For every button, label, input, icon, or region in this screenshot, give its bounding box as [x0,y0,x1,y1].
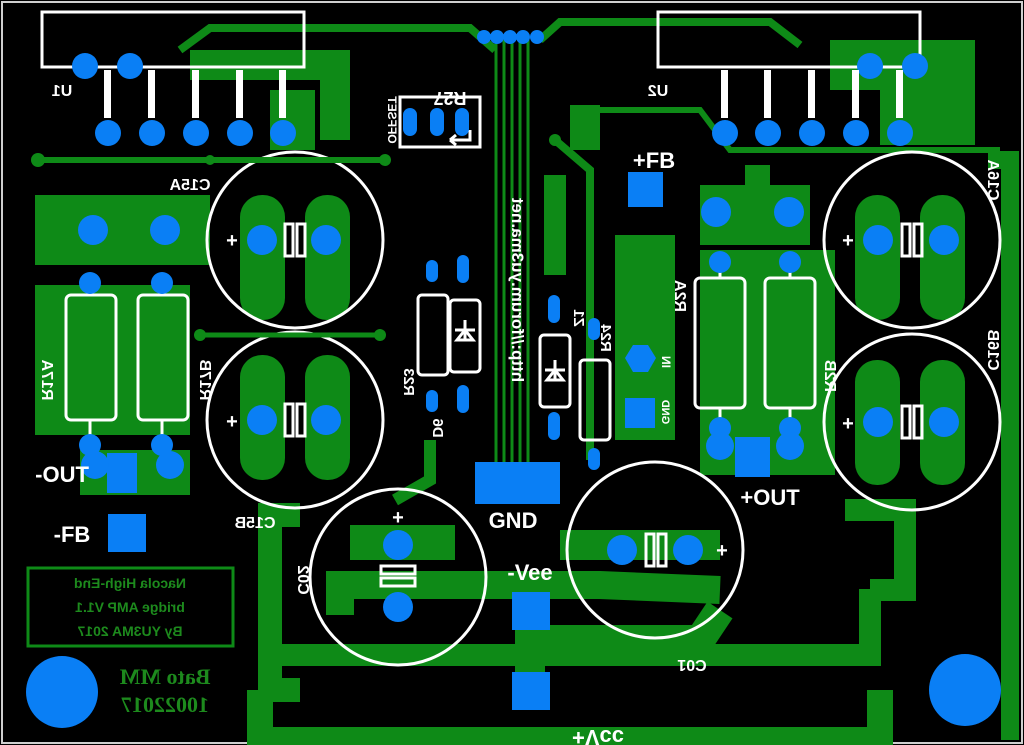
label-r23: R23 [400,368,417,396]
label-z1: Z1 [570,309,587,327]
left-bus-trace [258,503,300,702]
label-vee: -Vee [507,560,552,585]
mounting-hole-left [26,656,98,728]
lower-rail-trace [326,571,721,615]
u2-top-trace [537,18,803,49]
copper-left-resistor [35,285,190,435]
label-u1: U1 [52,83,73,100]
silkscreen-layer [40,10,1002,667]
label-c16b: C16B [984,330,1001,371]
c16a-outline [822,150,1002,330]
r27-arrow [449,130,472,147]
labels-layer: U1 U2 R27 OFFSET C15A C15B C16A C16B C02… [26,83,1001,745]
author-date: 10022017 [121,692,209,717]
c15a-outline [205,150,385,330]
label-u2: U2 [648,83,669,100]
label-r24: R24 [597,324,614,352]
c16b-outline [822,332,1002,512]
title-line-2: bridge AMP V1.1 [75,599,185,615]
copper-u1-area [190,50,350,140]
label-r17b: R17B [196,360,213,401]
label-offset: OFFSET [385,96,399,144]
fb-minus-pad [108,514,146,552]
title-line-1: Nacola High-End [74,575,186,591]
c01-outline [565,460,745,640]
label-out-minus: -OUT [35,462,89,487]
d6-outline [448,298,482,374]
u2-outline [656,10,922,69]
c15a-copper-right [305,195,350,320]
title-line-3: By YU3MA 2017 [77,623,182,639]
label-in: IN [659,356,673,368]
label-c16a: C16A [984,159,1001,200]
label-r2b: R2B [821,360,838,392]
r24-trace [552,136,594,460]
label-c01: C01 [677,656,706,673]
label-r2a: R2A [671,280,688,312]
copper-right-tab [745,165,770,190]
right-rail-trace [988,151,1019,740]
copper-left-terminal [35,195,210,265]
c15b-outline [205,330,385,510]
label-vcc: +Vcc [572,725,624,745]
r24-outline [578,358,612,442]
c15a-copper-left [240,195,285,320]
label-gnd: GND [489,508,538,533]
label-plus-c02: + [392,507,404,529]
c02-outline [308,487,488,667]
vee-pad [512,592,550,630]
url-text: http://forum.yu3ma.net [508,198,527,383]
in-pad [625,345,656,372]
label-plus-c01: + [716,540,728,562]
label-fb-plus: +FB [633,148,675,173]
author-name: Bato MM [119,664,210,689]
label-d6: D6 [429,418,446,437]
label-c02: C02 [294,565,311,594]
label-r17a: R17A [38,359,55,400]
c16a-copper-right [920,195,965,320]
gnd-small-pad [625,398,655,428]
center-trace-bundle [494,40,530,470]
r23-outline [416,293,450,377]
right-bus-trace [845,499,916,601]
label-out-plus: +OUT [740,485,800,510]
mid-trace [392,440,436,506]
u1-outline [40,10,306,69]
copper-u2-left [570,105,600,150]
label-plus-c15b: + [226,411,238,433]
label-c15a: C15A [169,177,210,194]
label-plus-c16b: + [842,413,854,435]
vcc-trace [515,601,733,690]
fb-plus-pad [628,172,663,207]
title-block-frame [26,566,235,648]
pads-layer [26,30,1001,728]
z1-outline [538,333,572,409]
outer-ground-trace [247,690,893,745]
c16a-copper-left [855,195,900,320]
label-gnd-small: GND [659,400,671,425]
label-plus-c16a: + [842,230,854,252]
label-r27: R27 [433,88,466,108]
label-plus-c15a: + [226,230,238,252]
mounting-hole-right [929,654,1001,726]
label-c15b: C15B [235,515,276,532]
r27-outline [398,95,482,149]
vcc-pad [512,672,550,710]
label-fb-minus: -FB [54,522,91,547]
gnd-pad-block [475,462,560,504]
